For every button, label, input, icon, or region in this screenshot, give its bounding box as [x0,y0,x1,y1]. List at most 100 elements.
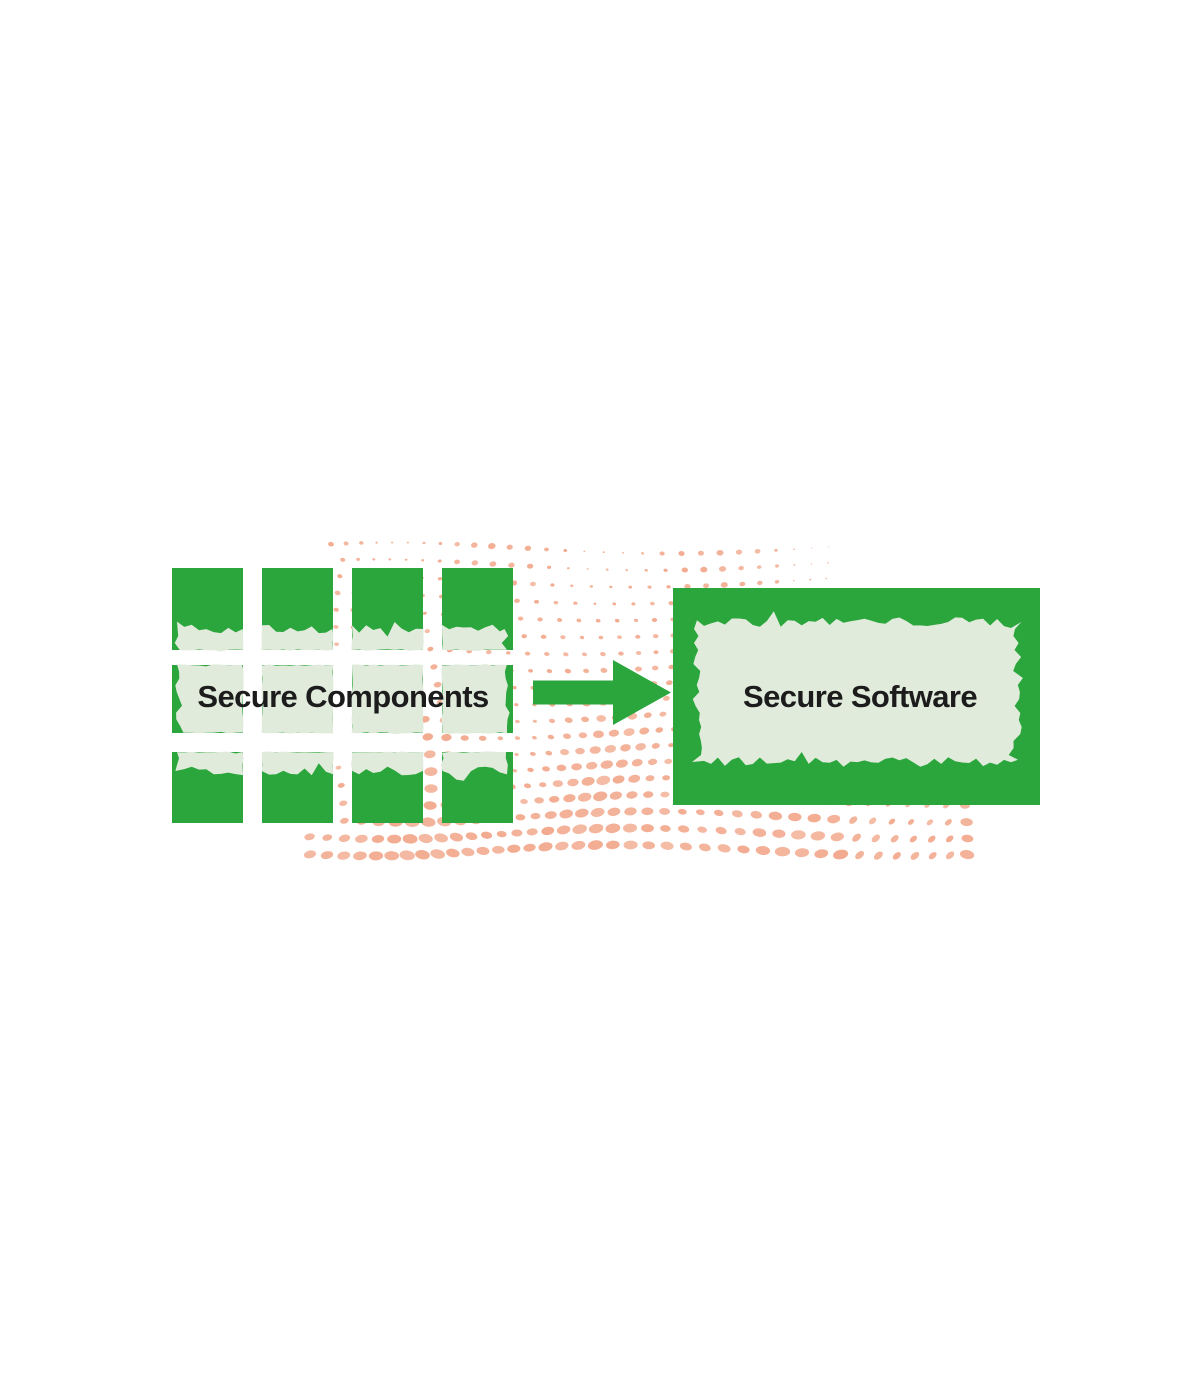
halftone-dot [471,542,478,548]
halftone-dot [524,651,531,656]
halftone-dot [757,580,763,586]
halftone-dot [322,834,333,841]
halftone-dot [608,729,619,737]
halftone-dot [418,833,433,844]
halftone-dot [508,562,515,568]
halftone-dot [641,552,645,555]
halftone-dot [563,733,571,739]
halftone-dot [892,852,901,860]
band-patch [175,751,244,776]
halftone-dot [678,550,685,557]
halftone-dot [828,546,830,548]
halftone-dot [334,642,339,646]
halftone-dot [698,843,711,852]
halftone-dot [579,635,585,640]
halftone-dot [868,817,877,825]
halftone-dot [852,833,861,842]
halftone-dot [514,752,519,757]
halftone-dot [651,665,659,671]
halftone-dot [664,758,673,765]
halftone-dot [628,774,641,783]
halftone-dot [527,767,534,773]
halftone-dot [545,750,553,756]
halftone-dot [572,824,587,835]
halftone-dot [388,558,392,561]
halftone-dot [560,749,569,756]
halftone-dot [546,669,553,674]
halftone-dot [626,791,638,799]
halftone-dot [810,831,826,841]
halftone-dot [340,557,346,562]
halftone-dot [620,744,631,752]
halftone-dot [635,743,646,751]
halftone-dot [622,551,625,554]
halftone-dot [424,784,438,793]
halftone-dot [633,618,639,622]
band-patch [174,621,244,652]
halftone-dot [541,826,555,836]
halftone-dot [612,775,625,784]
halftone-dot [614,618,620,623]
halftone-dot [907,819,915,825]
halftone-dot [333,607,339,612]
halftone-dot [547,565,552,569]
halftone-dot [754,548,761,554]
halftone-dot [928,852,937,860]
halftone-dot [825,577,828,580]
halftone-dot [514,598,520,604]
halftone-dot [772,829,786,838]
halftone-dot [605,568,609,571]
halftone-dot [576,618,582,623]
band-patch [442,624,509,651]
halftone-dot [660,791,670,798]
halftone-dot [697,826,708,833]
halftone-dot [593,730,604,739]
halftone-dot [571,840,586,850]
halftone-dot [434,833,448,843]
halftone-dot [371,835,385,843]
halftone-dot [695,809,705,816]
halftone-dot [531,735,537,740]
halftone-dot [390,541,394,544]
halftone-dot [492,845,505,854]
halftone-dot [731,810,743,818]
halftone-dot [421,559,425,562]
halftone-dot [810,563,813,565]
halftone-dot [587,840,603,850]
halftone-dot [605,823,621,834]
halftone-dot [596,715,607,722]
halftone-dot [807,813,821,823]
halftone-dot [586,568,589,570]
halftone-dot [652,634,659,639]
band-patch [261,664,334,734]
halftone-dot [353,851,367,861]
halftone-dot [681,567,688,573]
halftone-dot [665,680,673,686]
halftone-dot [631,758,643,767]
halftone-dot [827,562,829,564]
halftone-dot [774,580,780,584]
halftone-dot [593,602,597,605]
halftone-dot [833,849,849,860]
halftone-dot [530,581,536,587]
halftone-dot [333,624,339,629]
halftone-dot [697,550,704,556]
halftone-dot [567,778,579,787]
halftone-dot [514,703,519,707]
halftone-dot [575,747,585,755]
halftone-dot [540,634,547,639]
halftone-dot [485,650,492,655]
halftone-dot [719,566,727,572]
halftone-dot [552,780,564,787]
halftone-dot [909,835,917,843]
halftone-dot [581,652,588,657]
halftone-dot [700,566,708,573]
halftone-dot [523,783,532,789]
halftone-dot [768,811,783,821]
halftone-dot [497,736,504,741]
halftone-dot [737,845,750,854]
halftone-dot [647,585,652,589]
halftone-dot [589,746,601,754]
halftone-dot [514,736,521,741]
band-patch [351,664,424,735]
